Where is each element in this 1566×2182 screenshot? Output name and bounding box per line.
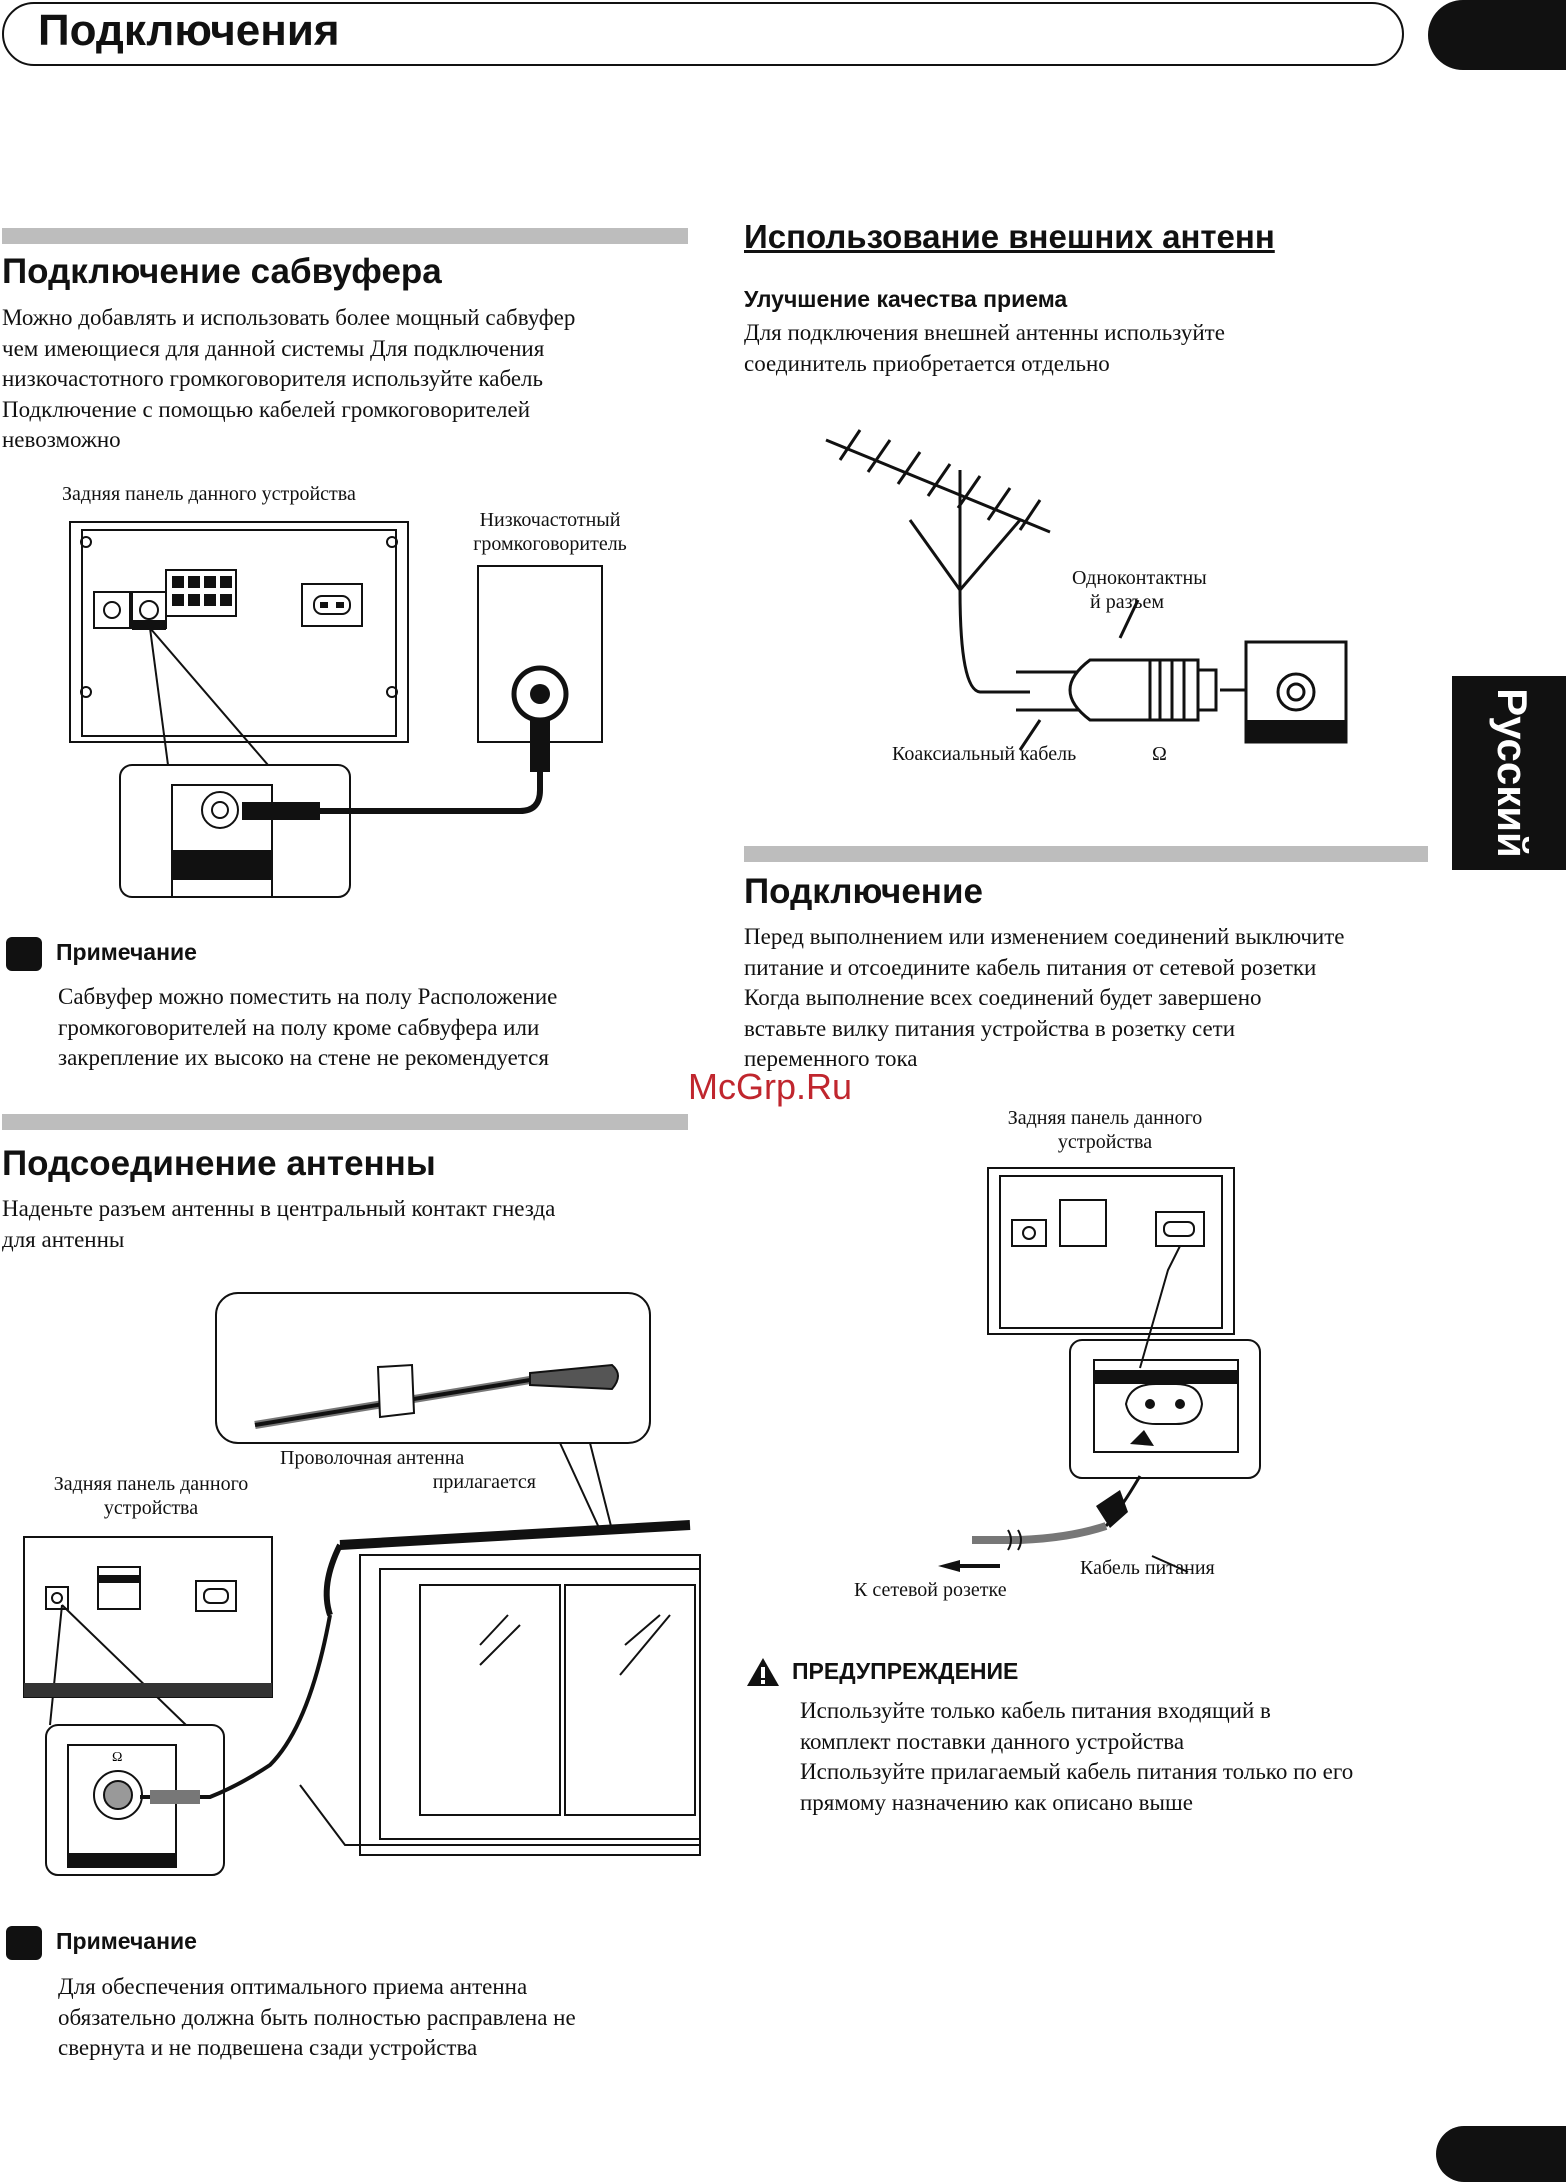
text-line: Когда выполнение всех соединений будет з… xyxy=(744,985,1262,1010)
text-line: Сабвуфер можно поместить на полу Располо… xyxy=(58,984,558,1009)
page-number-tab xyxy=(1436,2126,1566,2182)
text-line: Можно добавлять и использовать более мощ… xyxy=(2,305,576,330)
section-divider xyxy=(2,1114,688,1130)
page-title: Подключения xyxy=(38,6,340,55)
chapter-tab xyxy=(1428,0,1566,70)
omega-symbol: Ω xyxy=(112,1750,122,1765)
label-line: устройства xyxy=(1057,1131,1153,1153)
note-icon xyxy=(6,1926,42,1960)
note-text: Для обеспечения оптимального приема анте… xyxy=(58,1972,698,2064)
connection-paragraph: Перед выполнением или изменением соедине… xyxy=(744,922,1444,1075)
note-icon xyxy=(6,937,42,971)
note-text: Сабвуфер можно поместить на полу Располо… xyxy=(58,982,698,1074)
text-line: Для обеспечения оптимального приема анте… xyxy=(58,1974,528,1999)
text-line: для антенны xyxy=(2,1226,125,1252)
text-line: Используйте только кабель питания входящ… xyxy=(800,1698,1271,1723)
wire-antenna-label: Проволочная антенна прилагается xyxy=(280,1446,540,1494)
external-antenna-heading: Использование внешних антенн xyxy=(744,218,1275,255)
text-line: Подключение с помощью кабелей громкогово… xyxy=(2,396,531,422)
connection-heading: Подключение xyxy=(744,872,983,911)
text-line: комплект поставки данного устройства xyxy=(800,1728,1185,1754)
rear-panel-label: Задняя панель данного устройства xyxy=(26,1472,276,1520)
antenna-paragraph: Наденьте разъем антенны в центральный ко… xyxy=(2,1194,692,1255)
text-line: невозможно xyxy=(2,427,121,452)
text-line: низкочастотного громкоговорителя использ… xyxy=(2,366,544,391)
text-line: Для подключения внешней антенны использу… xyxy=(744,320,1225,345)
label-line: громкоговоритель xyxy=(473,533,627,555)
power-cable-label: Кабель питания xyxy=(1080,1557,1215,1579)
label-line: устройства xyxy=(103,1497,199,1519)
note-title: Примечание xyxy=(56,939,197,965)
section-divider xyxy=(744,846,1428,862)
section-divider xyxy=(2,228,688,244)
antenna-diagram: Ω xyxy=(23,1292,701,1876)
power-diagram xyxy=(938,1167,1261,1573)
label-line: Низкочастотный xyxy=(479,509,621,531)
label-line: Задняя панель данного xyxy=(1007,1107,1203,1129)
watermark: McGrp.Ru xyxy=(688,1066,853,1107)
outdoor-antenna-diagram xyxy=(825,429,1348,751)
subwoofer-diagram xyxy=(69,521,603,898)
text-line: обязательно должна быть полностью распра… xyxy=(58,2004,576,2030)
subwoofer-paragraph: Можно добавлять и использовать более мощ… xyxy=(2,303,692,456)
text-line: соединитель приобретается отдельно xyxy=(744,350,1110,376)
text-line: свернута и не подвешена сзади устройства xyxy=(58,2035,478,2060)
header-frame xyxy=(2,2,1404,66)
label-line: прилагается xyxy=(432,1471,536,1493)
warning-icon xyxy=(747,1658,779,1686)
label-line: Одноконтактны xyxy=(1072,567,1207,589)
language-tab: Русский xyxy=(1452,676,1566,870)
text-line: чем имеющиеся для данной системы Для под… xyxy=(2,335,545,361)
text-line: Перед выполнением или изменением соедине… xyxy=(744,924,1345,949)
external-subheading: Улучшение качества приема xyxy=(744,286,1068,312)
label-line: й разъем xyxy=(1090,591,1165,613)
text-line: Наденьте разъем антенны в центральный ко… xyxy=(2,1196,556,1221)
text-line: питание и отсоедините кабель питания от … xyxy=(744,954,1317,980)
language-label: Русский xyxy=(1489,688,1537,858)
omega-symbol: Ω xyxy=(1152,743,1167,765)
outlet-label: К сетевой розетке xyxy=(854,1579,1007,1601)
rear-panel-label: Задняя панель данного устройства xyxy=(960,1106,1250,1154)
external-paragraph: Для подключения внешней антенны использу… xyxy=(744,318,1444,379)
text-line: закрепление их высоко на стене не рекоме… xyxy=(58,1045,549,1070)
rear-panel-label: Задняя панель данного устройства xyxy=(62,483,356,505)
label-line: Задняя панель данного xyxy=(53,1473,249,1495)
subwoofer-label: Низкочастотный громкоговоритель xyxy=(440,508,660,556)
coax-label: Коаксиальный кабель xyxy=(892,743,1077,765)
label-line: Проволочная антенна xyxy=(280,1447,465,1469)
subwoofer-heading: Подключение сабвуфера xyxy=(2,252,442,291)
text-line: Используйте прилагаемый кабель питания т… xyxy=(800,1759,1354,1784)
note-title: Примечание xyxy=(56,1928,197,1954)
text-line: вставьте вилку питания устройства в розе… xyxy=(744,1015,1236,1041)
antenna-heading: Подсоединение антенны xyxy=(2,1144,436,1183)
text-line: переменного тока xyxy=(744,1046,918,1071)
text-line: громкоговорителей на полу кроме сабвуфер… xyxy=(58,1014,540,1040)
text-line: прямому назначению как описано выше xyxy=(800,1789,1193,1815)
plug-label: Одноконтактны й разъем xyxy=(1072,566,1207,614)
warning-text: Используйте только кабель питания входящ… xyxy=(800,1696,1450,1818)
warning-title: ПРЕДУПРЕЖДЕНИЕ xyxy=(792,1658,1019,1684)
